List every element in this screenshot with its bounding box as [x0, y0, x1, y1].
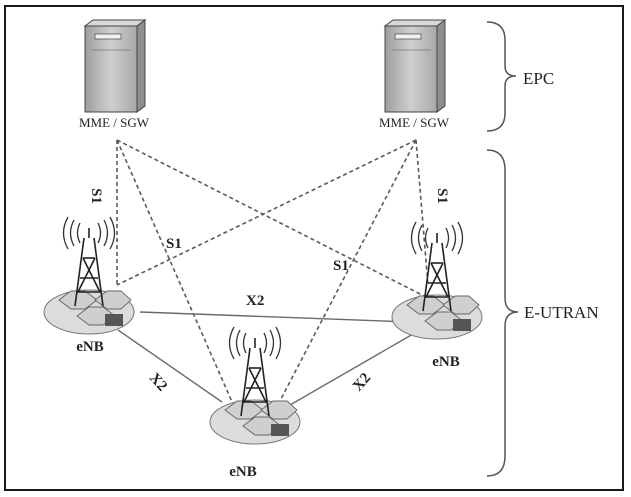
e-utran-brace	[486, 149, 519, 477]
s1-label-left-vertical: S1	[88, 188, 104, 204]
enb-left	[43, 216, 135, 335]
enb-label-left: eNB	[76, 339, 104, 355]
x2-links	[117, 311, 421, 406]
epc-brace	[486, 21, 517, 132]
radio-waves-icon	[228, 326, 282, 360]
x2-label-left: X2	[146, 370, 170, 394]
enb-right	[391, 221, 483, 340]
gateway-label-left: MME / SGW	[79, 115, 150, 130]
s1-link-right-vertical	[415, 139, 429, 286]
s1-link-right-gw-to-left-enb	[116, 139, 417, 286]
cell-cluster-icon	[209, 399, 301, 445]
s1-links	[116, 139, 429, 421]
s1-link-left-gw-to-right-enb	[116, 139, 429, 299]
s1-label-cross-left: S1	[166, 236, 182, 252]
mme-sgw-server-icon	[83, 19, 147, 113]
cell-cluster-icon	[43, 289, 135, 335]
diagram-frame	[4, 5, 624, 491]
x2-link-top	[139, 311, 411, 323]
radio-waves-icon	[62, 216, 116, 250]
radio-waves-icon	[410, 221, 464, 255]
enb-bottom	[209, 326, 301, 445]
s1-label-right-vertical: S1	[434, 188, 450, 204]
mme-sgw-server-icon	[383, 19, 447, 113]
x2-label-top: X2	[246, 293, 264, 309]
enb-label-bottom: eNB	[229, 464, 257, 480]
s1-label-cross-right: S1	[333, 258, 349, 274]
epc-label: EPC	[523, 69, 554, 88]
e-utran-label: E-UTRAN	[524, 303, 599, 322]
x2-label-right: X2	[350, 370, 374, 394]
antenna-tower-icon	[74, 228, 104, 307]
s1-link-right-gw-to-bottom-enb	[269, 139, 417, 421]
gateway-label-right: MME / SGW	[379, 115, 450, 130]
antenna-tower-icon	[240, 338, 270, 417]
x2-link-right	[289, 329, 421, 406]
enb-label-right: eNB	[432, 354, 460, 370]
antenna-tower-icon	[422, 233, 452, 312]
cell-cluster-icon	[391, 294, 483, 340]
s1-link-left-gw-to-bottom-enb	[116, 139, 241, 421]
x2-link-left	[117, 329, 223, 403]
